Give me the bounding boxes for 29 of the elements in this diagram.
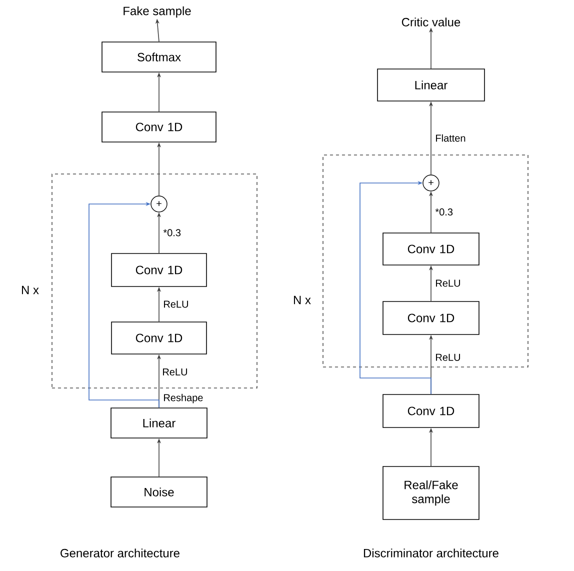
layer-box: Real/Fake sample (382, 466, 480, 520)
layer-box: Conv 1D (382, 232, 480, 266)
layer-box: Noise (110, 476, 208, 508)
layer-box: Conv 1D (382, 394, 480, 428)
arrow (360, 180, 432, 394)
output-text: Fake sample (124, 6, 191, 18)
layer-box: Linear (377, 68, 485, 102)
layer-box: Conv 1D (111, 253, 207, 287)
edge-label: *0.3 (162, 228, 182, 238)
arrow (88, 202, 160, 408)
layer-box: Conv 1D (102, 112, 216, 142)
dashed-repeat-frame (322, 154, 528, 368)
edge-label: *0.3 (434, 207, 454, 217)
activation-label: ReLU (161, 368, 189, 376)
repeat-label: N x (294, 296, 311, 304)
layer-box: Conv 1D (111, 322, 207, 354)
caption-text: Generator architecture (58, 548, 182, 558)
caption-text: Discriminator architecture (362, 548, 500, 558)
edge-label: Reshape (162, 392, 204, 404)
output-text: Critic value (402, 18, 460, 26)
edge-label: Flatten (434, 133, 467, 143)
layer-box: Linear (110, 408, 208, 438)
dashed-repeat-frame (52, 174, 258, 388)
edge-label: ReLU (162, 300, 190, 309)
layer-box: Conv 1D (382, 301, 480, 335)
repeat-label: N x (22, 286, 39, 294)
edge-label: ReLU (434, 278, 462, 288)
edge-label: ReLU (434, 352, 462, 362)
layer-box: Softmax (102, 42, 216, 72)
